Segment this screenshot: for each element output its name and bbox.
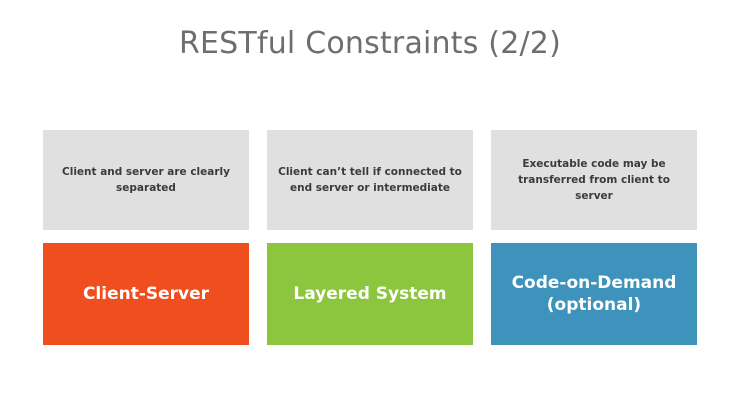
column-spacer — [43, 230, 249, 243]
constraint-column-code-on-demand: Executable code may be transferred from … — [491, 130, 697, 345]
description-text: Client and server are clearly separated — [62, 166, 230, 194]
label-text: Layered System — [293, 284, 447, 304]
label-box-layered-system[interactable]: Layered System — [267, 243, 473, 345]
label-text: Code-on-Demand (optional) — [511, 273, 677, 315]
constraint-column-layered-system: Client can’t tell if connected to end se… — [267, 130, 473, 345]
description-box-code-on-demand: Executable code may be transferred from … — [491, 130, 697, 230]
label-box-client-server[interactable]: Client-Server — [43, 243, 249, 345]
constraints-grid: Client and server are clearly separated … — [43, 130, 697, 345]
description-text: Executable code may be transferred from … — [518, 158, 670, 202]
column-spacer — [491, 230, 697, 243]
constraint-column-client-server: Client and server are clearly separated … — [43, 130, 249, 345]
description-text: Client can’t tell if connected to end se… — [278, 166, 462, 194]
label-text: Client-Server — [82, 284, 210, 304]
column-spacer — [267, 230, 473, 243]
label-box-code-on-demand[interactable]: Code-on-Demand (optional) — [491, 243, 697, 345]
description-box-client-server: Client and server are clearly separated — [43, 130, 249, 230]
description-box-layered-system: Client can’t tell if connected to end se… — [267, 130, 473, 230]
page-title: RESTful Constraints (2/2) — [178, 26, 561, 61]
